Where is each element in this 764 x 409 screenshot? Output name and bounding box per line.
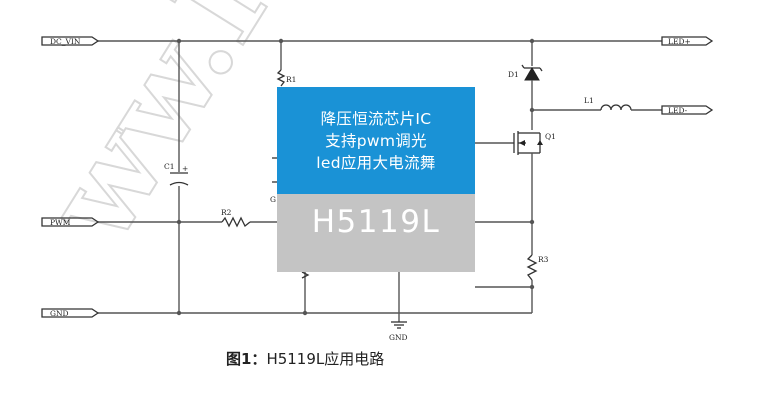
figure-title: H5119L应用电路 — [266, 350, 385, 368]
chip-model: H5119L — [311, 204, 441, 240]
l1-label: L1 — [584, 96, 594, 105]
figure-number: 图1： — [226, 350, 267, 368]
port-pwm: PWM — [41, 217, 100, 227]
gnd-symbol-label: GND — [389, 333, 408, 342]
chip-line-3: led应用大电流舞 — [316, 153, 436, 172]
svg-text:LED-: LED- — [668, 106, 688, 115]
port-led-neg: LED- — [661, 105, 714, 115]
r1-label: R1 — [286, 75, 296, 84]
port-gnd: GND — [41, 308, 100, 318]
chip-line-2: 支持pwm调光 — [325, 131, 427, 150]
svg-text:PWM: PWM — [50, 218, 71, 227]
chip-pin-g-label: G — [270, 195, 276, 204]
svg-text:GND: GND — [50, 309, 69, 318]
port-dc-vin: DC_VIN — [41, 36, 100, 46]
figure-caption: 图1：H5119L应用电路 — [226, 348, 486, 369]
c1-plus-label: + — [182, 164, 188, 173]
svg-text:DC_VIN: DC_VIN — [50, 37, 81, 46]
r2-resistor — [221, 216, 251, 228]
chip-description-panel: 降压恒流芯片IC 支持pwm调光 led应用大电流舞 — [277, 87, 475, 194]
r2-label: R2 — [221, 208, 232, 217]
gnd-symbol — [391, 321, 407, 329]
q1-mosfet — [475, 131, 543, 155]
l1-inductor — [600, 104, 632, 111]
d1-diode — [521, 64, 543, 81]
port-led-pos: LED+ — [661, 36, 714, 46]
q1-label: Q1 — [545, 132, 556, 141]
chip-model-panel: H5119L — [277, 194, 475, 272]
svg-text:LED+: LED+ — [668, 37, 691, 46]
chip-line-1: 降压恒流芯片IC — [320, 109, 432, 128]
r3-label: R3 — [538, 255, 549, 264]
d1-label: D1 — [508, 70, 519, 79]
c1-capacitor — [169, 172, 189, 186]
r1-resistor — [276, 69, 286, 87]
c1-label: C1 — [164, 162, 175, 171]
r3-resistor — [526, 254, 538, 281]
